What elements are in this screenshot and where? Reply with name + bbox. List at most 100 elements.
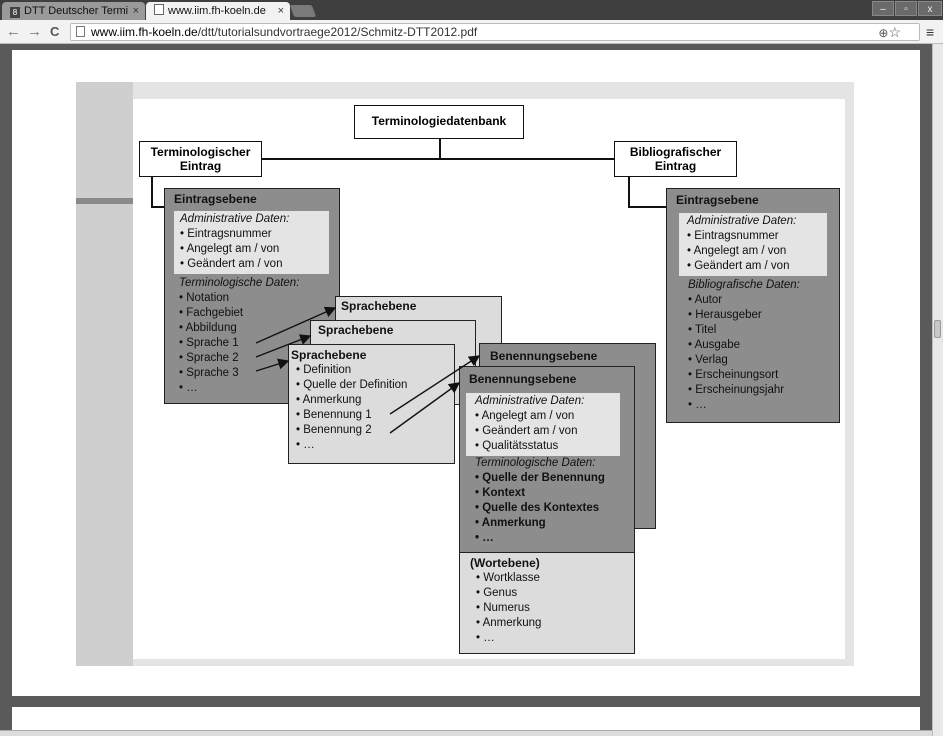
minimize-button[interactable]: – [872,1,894,16]
back-button[interactable]: ← [6,23,21,40]
right-entry-title: Eintragsebene [676,193,759,207]
left-admin-block: Administrative Daten: • Eintragsnummer •… [174,211,329,274]
language-level-title: Sprachebene [318,323,394,337]
list-item: • Quelle der Benennung [475,472,605,484]
connector-line [628,206,667,208]
maximize-button[interactable]: ▫ [895,1,917,16]
close-tab-icon[interactable]: × [132,5,139,17]
slide-left-bar [76,198,133,204]
list-item: • Geändert am / von [687,260,790,272]
reload-button[interactable]: C [50,24,60,39]
arrow-term-1 [389,355,481,415]
address-bar[interactable]: www.iim.fh-koeln.de/dtt/tutorialsundvort… [70,23,920,41]
list-item: • Kontext [475,487,526,499]
list-item: • Benennung 2 [296,424,372,436]
term-level-title: Benennungsebene [469,372,577,386]
arrow-language-1 [255,306,337,344]
list-item: • Titel [688,324,717,336]
scrollbar[interactable] [932,44,943,736]
term-title: Terminologische Daten: [179,277,300,289]
list-item: • Ausgabe [688,339,740,351]
favicon-icon: 8 [10,7,20,18]
list-item: • … [296,439,315,451]
status-bar [0,730,932,736]
right-entry-level: Eintragsebene Administrative Daten: • Ei… [666,188,840,423]
list-item: • Anmerkung [475,517,546,529]
list-item: • Anmerkung [476,617,542,629]
connector-line [151,206,165,208]
list-item: • Numerus [476,602,530,614]
list-item: • Quelle des Kontextes [475,502,600,514]
bib-title: Bibliografische Daten: [688,279,800,291]
arrow-term-2 [389,382,461,434]
list-item: • Erscheinungsort [688,369,779,381]
menu-icon[interactable]: ≡ [926,24,935,40]
language-level-title: Sprachebene [291,348,367,362]
list-item: • Geändert am / von [180,258,283,270]
list-item: • Herausgeber [688,309,762,321]
list-item: • Qualitätsstatus [475,440,559,452]
list-item: • … [179,382,198,394]
connector-line [151,176,153,206]
list-item: • … [688,399,707,411]
tab-label: www.iim.fh-koeln.de [168,5,266,17]
list-item: • Abbildung [179,322,237,334]
list-item: • Angelegt am / von [687,245,787,257]
list-item: • Eintragsnummer [180,228,272,240]
url-host: www.iim.fh-koeln.de [91,25,198,39]
connector-line [439,139,441,159]
close-tab-icon[interactable]: × [277,5,284,17]
list-item: • Angelegt am / von [180,243,280,255]
term-admin-block: Administrative Daten: • Angelegt am / vo… [466,393,620,456]
forward-button[interactable]: → [27,23,42,40]
list-item: • Angelegt am / von [475,410,575,422]
zoom-icon[interactable]: ⊕☆ [878,24,901,40]
list-item: • Sprache 2 [179,352,239,364]
admin-title: Administrative Daten: [687,215,797,227]
list-item: • Geändert am / von [475,425,578,437]
left-entry-level: Eintragsebene Administrative Daten: • Ei… [164,188,340,404]
term-title: Terminologische Daten: [475,457,596,469]
word-level-title: (Wortebene) [470,556,540,570]
slide-left-strip [76,82,133,666]
tab-dtt[interactable]: 8 DTT Deutscher Termi × [2,2,145,20]
list-item: • Wortklasse [476,572,540,584]
list-item: • Verlag [688,354,728,366]
list-item: • Erscheinungsjahr [688,384,785,396]
connector-line [628,176,630,206]
term-level-front: Benennungsebene Administrative Daten: • … [459,366,635,553]
list-item: • Benennung 1 [296,409,372,421]
left-term-block: Terminologische Daten: • Notation • Fach… [165,274,339,396]
list-item: • … [475,532,494,544]
admin-title: Administrative Daten: [475,395,585,407]
list-item: • Autor [688,294,723,306]
url-path: /dtt/tutorialsundvortraege2012/Schmitz-D… [197,25,478,39]
list-item: • Sprache 1 [179,337,239,349]
close-window-button[interactable]: x [918,1,942,16]
scrollbar-thumb[interactable] [934,320,941,338]
list-item: • Genus [476,587,518,599]
term-data-block: Terminologische Daten: • Quelle der Bene… [460,456,634,546]
root-node: Terminologiedatenbank [354,105,524,139]
bib-entry-node: Bibliografischer Eintrag [614,141,737,177]
left-entry-title: Eintragsebene [174,192,257,206]
list-item: • Notation [179,292,230,304]
list-item: • Fachgebiet [179,307,244,319]
term-level-title: Benennungsebene [490,349,598,363]
bookmark-star-icon[interactable]: ☆ [888,24,901,40]
list-item: • Definition [296,364,352,376]
language-level-title: Sprachebene [341,299,417,313]
list-item: • Eintragsnummer [687,230,779,242]
tab-pdf[interactable]: www.iim.fh-koeln.de × [146,2,290,20]
language-level-3: Sprachebene • Definition • Quelle der De… [288,344,455,464]
admin-title: Administrative Daten: [180,213,290,225]
term-entry-node: Terminologischer Eintrag [139,141,262,177]
page-icon [76,26,85,37]
bib-data-block: Bibliografische Daten: • Autor • Herausg… [667,276,839,413]
word-level: (Wortebene) • Wortklasse • Genus • Numer… [459,552,635,654]
connector-line [261,158,614,160]
tab-label: DTT Deutscher Termi [24,5,129,17]
list-item: • … [476,632,495,644]
right-admin-block: Administrative Daten: • Eintragsnummer •… [679,213,827,276]
